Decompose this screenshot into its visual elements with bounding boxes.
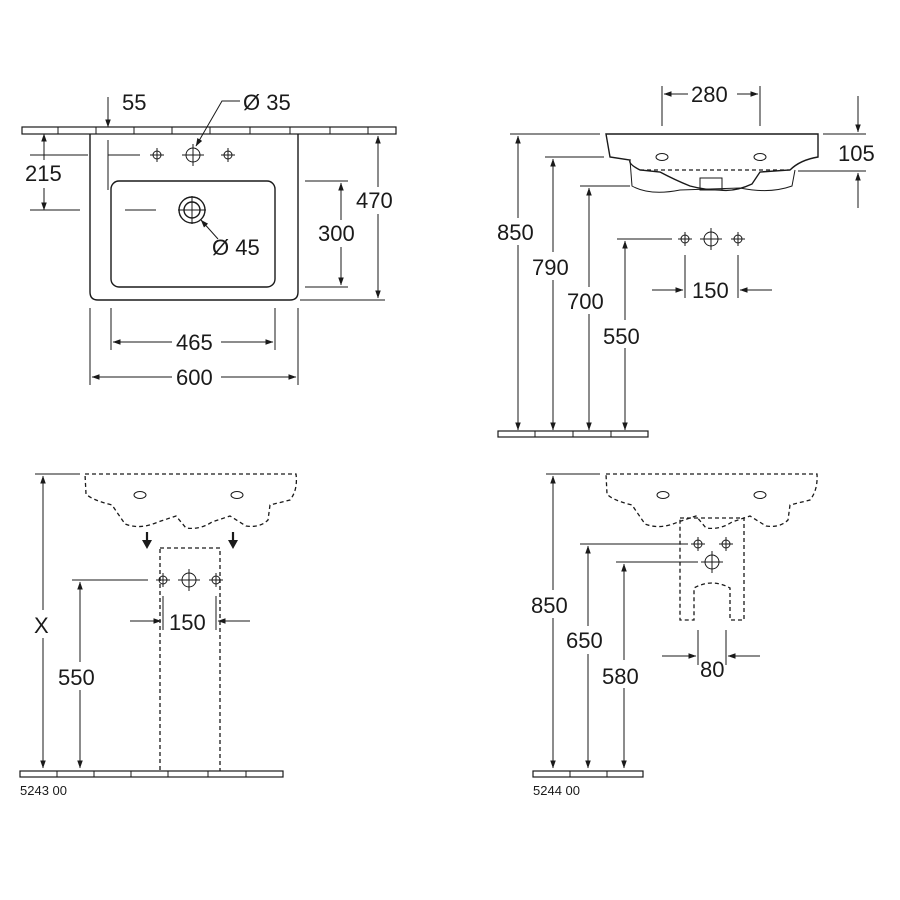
supply-hole-right-icon bbox=[208, 572, 224, 588]
dim-150: 150 bbox=[692, 278, 729, 303]
dim-105: 105 bbox=[838, 141, 875, 166]
tap-hole-center-icon bbox=[181, 143, 205, 167]
dim-x: X bbox=[34, 613, 49, 638]
dim-550: 550 bbox=[603, 324, 640, 349]
product-code: 5243 00 bbox=[20, 783, 67, 798]
waste-hole-icon bbox=[699, 227, 723, 251]
basin-front-dashed bbox=[605, 473, 818, 530]
product-code: 5244 00 bbox=[533, 783, 580, 798]
supply-hole-left-icon bbox=[155, 572, 171, 588]
plan-view: 55 Ø 35 215 470 300 Ø 45 465 600 bbox=[21, 90, 397, 390]
semi-pedestal-front-view: 850 650 580 80 5244 00 bbox=[531, 473, 818, 798]
floor-strip bbox=[532, 770, 644, 778]
dim-215: 215 bbox=[25, 161, 62, 186]
drain-icon bbox=[125, 196, 206, 224]
waste-hole-icon bbox=[700, 550, 724, 574]
basin-front-dashed bbox=[84, 473, 298, 530]
dim-790: 790 bbox=[532, 255, 569, 280]
side-elevation: 280 105 850 790 700 550 150 bbox=[497, 82, 875, 438]
dim-600: 600 bbox=[176, 365, 213, 390]
supply-hole-left-icon bbox=[677, 231, 693, 247]
supply-hole-right-icon bbox=[730, 231, 746, 247]
dim-580: 580 bbox=[602, 664, 639, 689]
dim-470: 470 bbox=[356, 188, 393, 213]
dim-550: 550 bbox=[58, 665, 95, 690]
arrow-down-right-icon bbox=[228, 532, 238, 549]
pedestal-front-view: X 550 150 5243 00 bbox=[19, 473, 298, 798]
dim-280: 280 bbox=[691, 82, 728, 107]
tap-hole-left-icon bbox=[655, 153, 669, 161]
dim-850: 850 bbox=[497, 220, 534, 245]
semi-pedestal-dashed bbox=[679, 517, 745, 621]
floor-strip bbox=[19, 770, 284, 778]
dim-dia-45: Ø 45 bbox=[212, 235, 260, 260]
basin-profile bbox=[605, 133, 819, 192]
wall-strip bbox=[21, 126, 397, 135]
tap-hole-right-icon bbox=[753, 153, 767, 161]
dim-300: 300 bbox=[318, 221, 355, 246]
arrow-down-left-icon bbox=[142, 532, 152, 549]
dim-150: 150 bbox=[169, 610, 206, 635]
dim-850: 850 bbox=[531, 593, 568, 618]
bowl-outline bbox=[110, 180, 276, 288]
basin-outline bbox=[89, 134, 299, 301]
dim-650: 650 bbox=[566, 628, 603, 653]
dim-465: 465 bbox=[176, 330, 213, 355]
dim-55: 55 bbox=[122, 90, 146, 115]
pedestal-dashed bbox=[159, 547, 221, 775]
dim-dia-35: Ø 35 bbox=[243, 90, 291, 115]
waste-hole-icon bbox=[177, 568, 201, 592]
dim-700: 700 bbox=[567, 289, 604, 314]
supply-hole-right-icon bbox=[718, 536, 734, 552]
tap-hole-right-icon bbox=[220, 147, 236, 163]
floor-strip bbox=[497, 430, 649, 438]
tap-hole-left-icon bbox=[149, 147, 165, 163]
supply-hole-left-icon bbox=[690, 536, 706, 552]
dim-80: 80 bbox=[700, 657, 724, 682]
